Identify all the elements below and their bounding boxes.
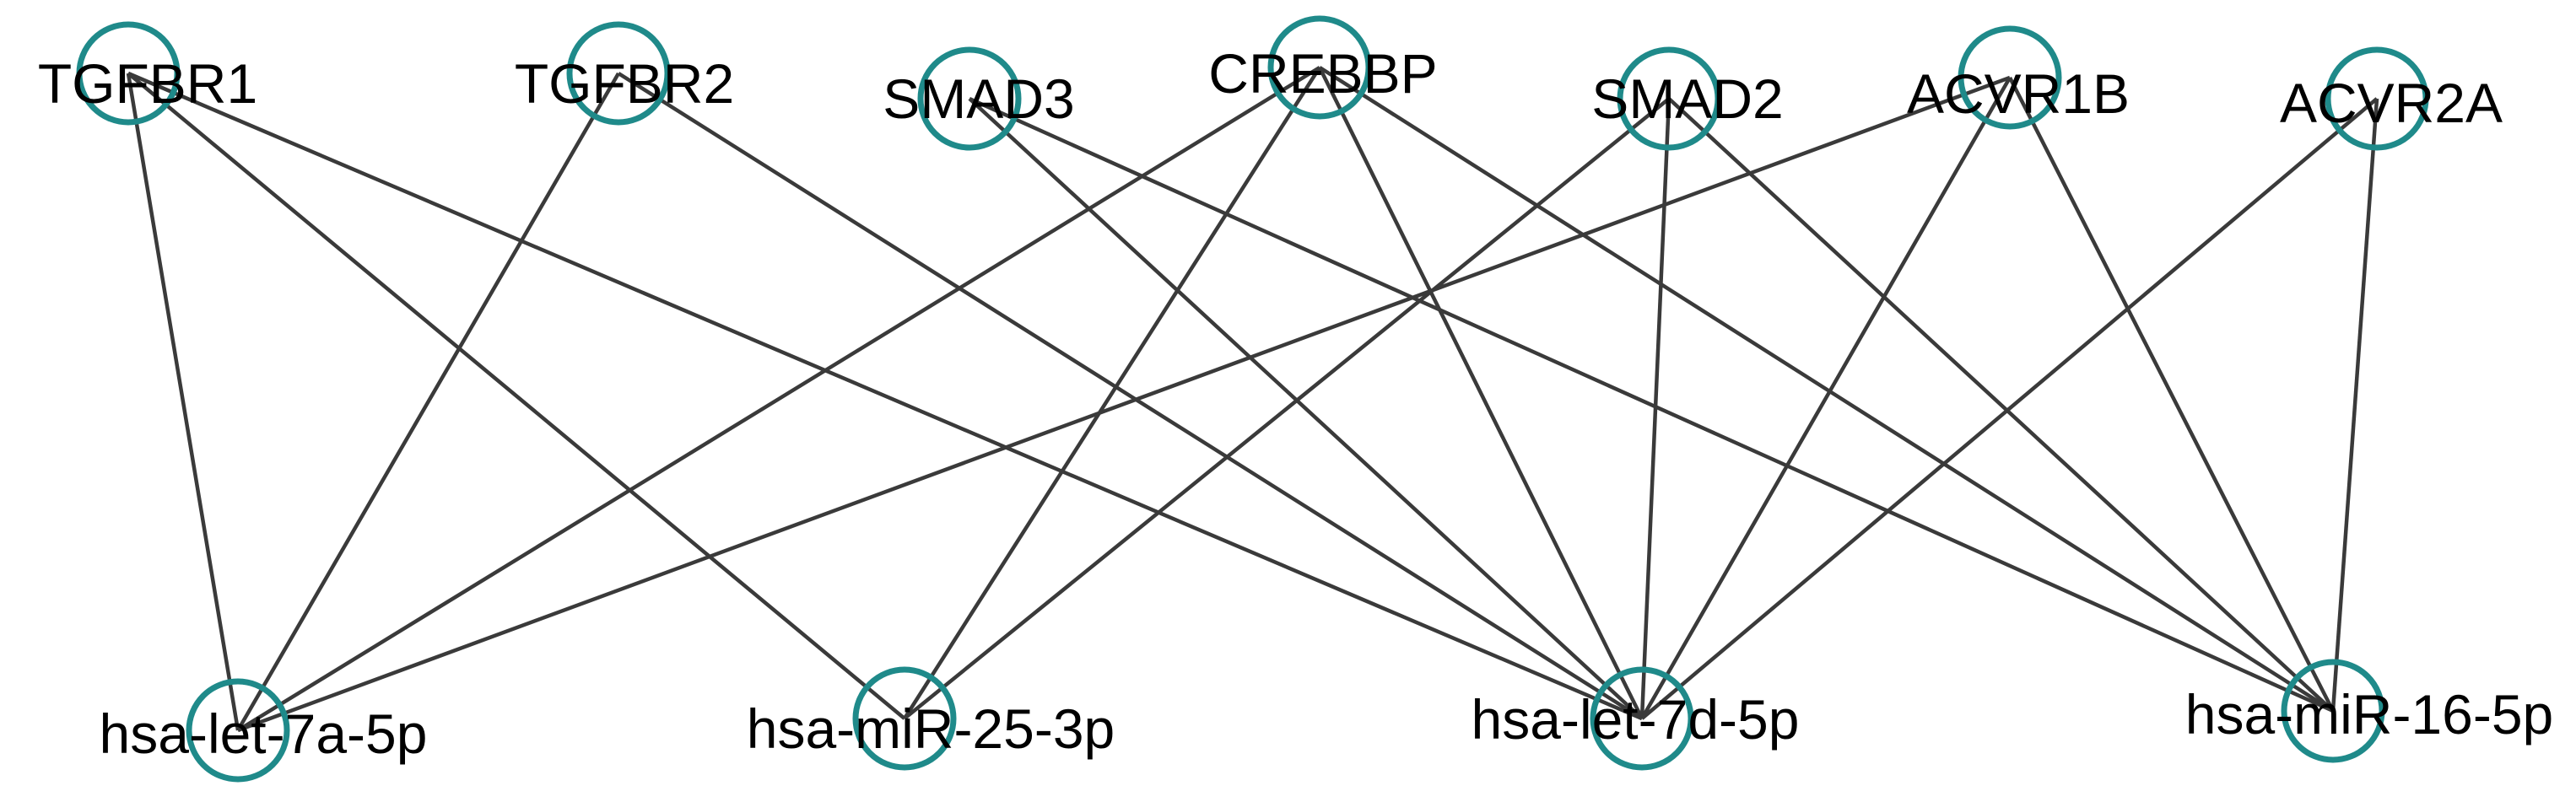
node-hsa-mir-16-5p xyxy=(2281,659,2385,763)
edge-smad2-to-hsa-mir-16-5p xyxy=(1667,97,2335,713)
node-label-hsa-let-7d-5p: hsa-let-7d-5p xyxy=(1472,688,1800,751)
edge-smad2-to-hsa-let-7d-5p xyxy=(1639,98,1671,719)
edge-crebbp-to-hsa-let-7d-5p xyxy=(1317,67,1644,719)
edge-acvr1b-to-hsa-mir-16-5p xyxy=(2007,76,2336,713)
node-acvr1b xyxy=(1958,25,2062,130)
edge-smad3-to-hsa-let-7d-5p xyxy=(968,97,1644,720)
nodes-layer xyxy=(76,15,2429,783)
node-smad2 xyxy=(1617,46,1721,151)
edge-acvr2a-to-hsa-mir-16-5p xyxy=(2330,98,2379,712)
node-label-smad3: SMAD3 xyxy=(883,67,1074,130)
node-tgfbr1 xyxy=(76,21,181,126)
node-label-tgfbr1: TGFBR1 xyxy=(38,52,257,115)
edge-crebbp-to-hsa-mir-25-3p xyxy=(903,66,1321,720)
node-label-acvr2a: ACVR2A xyxy=(2280,72,2503,134)
edge-crebbp-to-hsa-let-7a-5p xyxy=(236,66,1321,732)
edge-acvr1b-to-hsa-let-7d-5p xyxy=(1640,76,2012,720)
edge-tgfbr1-to-hsa-let-7a-5p xyxy=(126,73,240,731)
edge-acvr1b-to-hsa-let-7a-5p xyxy=(237,75,2011,733)
edge-tgfbr2-to-hsa-let-7d-5p xyxy=(617,72,1644,720)
node-tgfbr2 xyxy=(566,21,671,126)
node-smad3 xyxy=(917,46,1022,151)
node-crebbp xyxy=(1267,15,1372,120)
edge-crebbp-to-hsa-mir-16-5p xyxy=(1318,66,2335,713)
edge-acvr2a-to-hsa-let-7d-5p xyxy=(1640,97,2379,720)
node-label-tgfbr2: TGFBR2 xyxy=(515,52,734,115)
node-acvr2a xyxy=(2325,46,2429,151)
edges-layer xyxy=(126,66,2379,733)
labels-layer: TGFBR1 TGFBR2 SMAD3 CREBBP SMAD2 ACVR1B ACVR2A… xyxy=(38,42,2553,765)
node-label-smad2: SMAD2 xyxy=(1591,67,1783,130)
edge-tgfbr2-to-hsa-let-7a-5p xyxy=(236,72,620,732)
node-label-hsa-mir-25-3p: hsa-miR-25-3p xyxy=(747,697,1115,760)
node-hsa-let-7d-5p xyxy=(1590,666,1694,771)
node-hsa-let-7a-5p xyxy=(186,678,290,783)
edge-smad2-to-hsa-mir-25-3p xyxy=(903,97,1671,720)
node-hsa-mir-25-3p xyxy=(852,666,957,771)
node-label-hsa-let-7a-5p: hsa-let-7a-5p xyxy=(100,702,428,765)
node-label-acvr1b: ACVR1B xyxy=(1907,62,2130,125)
edge-smad3-to-hsa-mir-16-5p xyxy=(969,96,2334,713)
node-label-hsa-mir-16-5p: hsa-miR-16-5p xyxy=(2185,683,2553,745)
edge-tgfbr1-to-hsa-mir-25-3p xyxy=(127,72,906,720)
edge-tgfbr1-to-hsa-let-7d-5p xyxy=(127,71,1643,721)
node-label-crebbp: CREBBP xyxy=(1208,42,1437,105)
